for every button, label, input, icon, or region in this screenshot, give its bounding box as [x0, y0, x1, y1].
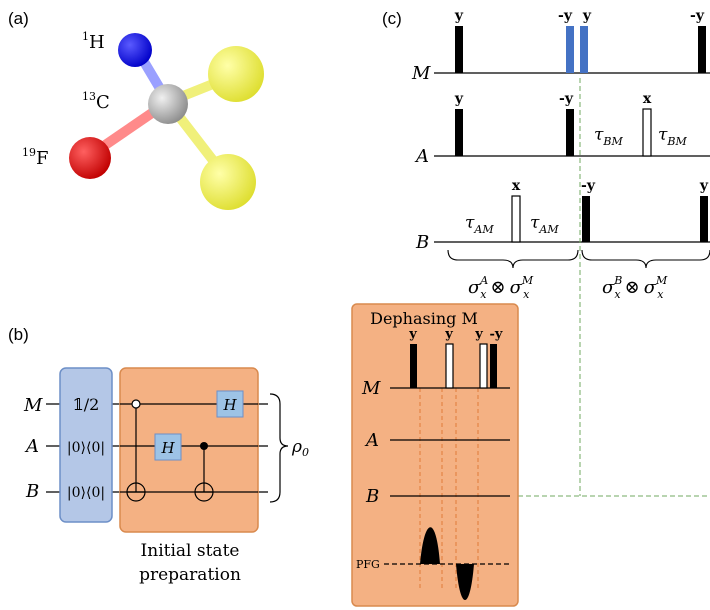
delay-tau-bm-1: τBM: [594, 125, 623, 148]
m-pulse-negy: [566, 26, 574, 73]
channel-label-b: B: [415, 232, 429, 253]
init-state-a: |0⟩⟨0|: [67, 440, 105, 456]
channel-label-a: A: [414, 146, 429, 167]
m-pulse-y1: [455, 26, 463, 73]
dephasing-pulse-3: [479, 343, 488, 389]
label-f: 19F: [22, 146, 49, 169]
dephasing-pulse-1-label: y: [408, 327, 417, 342]
label-c: 13C: [82, 90, 110, 113]
m-pulse-y2: [580, 26, 588, 73]
dephasing-panel: Dephasing M M A B PFG y y y -y: [351, 303, 519, 607]
qubit-label-b: B: [25, 481, 39, 502]
b-pulse-negy-label: -y: [581, 178, 596, 194]
circuit-caption-1: Initial state: [141, 541, 240, 561]
m-pulse-negy-end-label: -y: [690, 8, 705, 24]
panel-label-b: (b): [8, 325, 29, 344]
init-state-b: |0⟩⟨0|: [67, 485, 105, 501]
m-pulse-y1-label: y: [454, 8, 464, 24]
cnot2-control: [200, 442, 208, 450]
dephasing-title: Dephasing M: [370, 309, 478, 328]
hydrogen-atom: [118, 33, 152, 67]
quantum-circuit: M A B 𝟙/2 |0⟩⟨0| |0⟩⟨0| H H: [23, 367, 309, 585]
b-pulse-x: [511, 195, 521, 243]
dephasing-label-b: B: [365, 486, 379, 507]
circuit-caption-2: preparation: [139, 565, 241, 585]
delay-tau-am-2: τAM: [530, 213, 559, 236]
brace-right: [581, 249, 710, 269]
output-brace: [269, 393, 289, 503]
a-pulse-negy: [566, 109, 574, 156]
pfg-label: PFG: [356, 558, 380, 571]
pfg-gradient-positive: [420, 527, 440, 564]
m-pulse-negy-end: [698, 26, 706, 73]
m-pulse-negy-label: -y: [558, 8, 573, 24]
channel-label-m: M: [411, 63, 431, 84]
a-pulse-x-label: x: [643, 91, 652, 107]
m-pulse-y2-label: y: [582, 8, 592, 24]
hadamard-label-m: H: [222, 396, 237, 414]
hadamard-label-a: H: [160, 439, 175, 457]
delay-tau-am-1: τAM: [465, 213, 494, 236]
dephasing-pulse-4-label: -y: [490, 327, 503, 342]
qubit-label-a: A: [24, 436, 39, 457]
dephasing-pulse-1: [410, 344, 417, 388]
yellow-atom-upper: [208, 46, 264, 102]
label-h: 1H: [82, 30, 105, 53]
b-pulse-y-end-label: y: [699, 178, 709, 194]
brace-left: [447, 249, 579, 269]
a-pulse-y: [455, 109, 463, 156]
pfg-gradient-negative: [456, 564, 474, 600]
delay-tau-bm-2: τBM: [658, 125, 687, 148]
hadamard-gate-a: [154, 433, 182, 461]
yellow-atom-lower: [200, 154, 256, 210]
dephasing-pulse-2: [445, 343, 454, 389]
a-pulse-negy-label: -y: [559, 91, 574, 107]
fluorine-atom: [69, 137, 111, 179]
init-state-box: [59, 367, 113, 523]
b-pulse-x-label: x: [512, 178, 521, 194]
molecule: 1H 13C 19F: [22, 30, 264, 210]
carbon-atom: [148, 84, 188, 124]
output-state: ρ0: [291, 437, 309, 459]
panel-label-a: (a): [8, 9, 29, 28]
b-pulse-y-end: [700, 196, 708, 242]
dephasing-box: [351, 303, 519, 607]
cnot1-control: [131, 399, 141, 409]
a-pulse-y-label: y: [454, 91, 464, 107]
panel-label-c: (c): [382, 9, 402, 28]
dephasing-pulse-2-label: y: [444, 327, 453, 342]
a-pulse-x: [642, 108, 652, 157]
init-state-m: 𝟙/2: [73, 395, 100, 414]
qubit-label-m: M: [23, 395, 43, 416]
dephasing-pulse-4: [490, 344, 497, 388]
hadamard-gate-m: [216, 390, 244, 418]
dephasing-label-a: A: [364, 430, 379, 451]
dephasing-pulse-3-label: y: [474, 327, 483, 342]
pulse-sequence: M A B y -y y -y y -y x τBM τBM x -y y τA…: [411, 8, 710, 497]
b-pulse-negy: [582, 196, 590, 242]
dephasing-label-m: M: [361, 378, 381, 399]
